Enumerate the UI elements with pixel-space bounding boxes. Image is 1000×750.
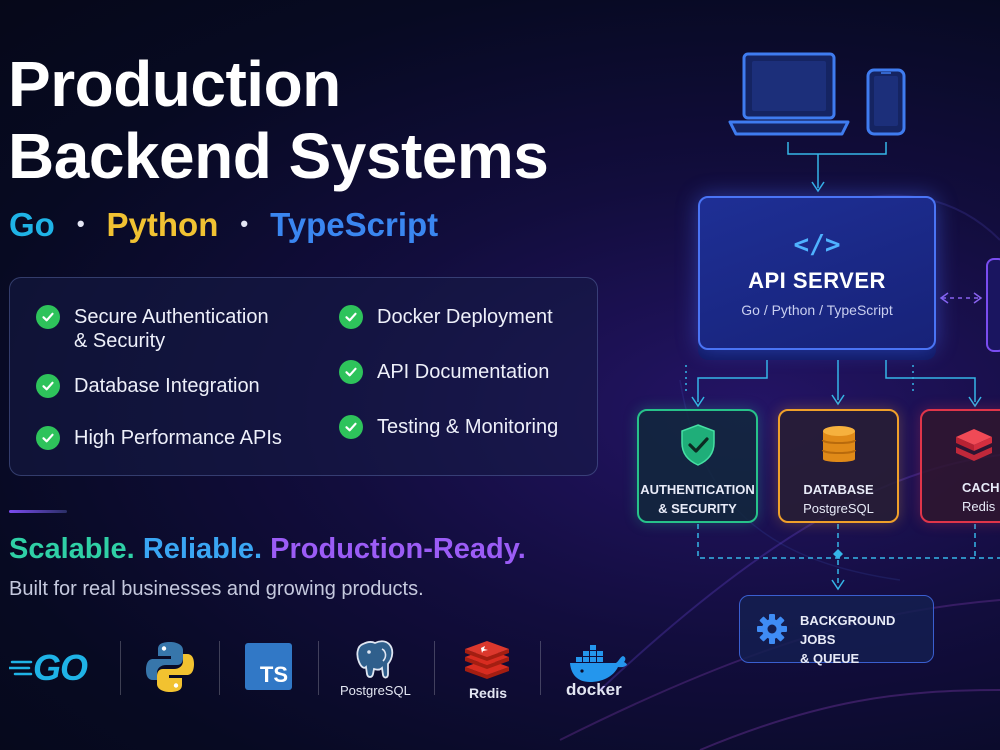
redis-label: Redis	[468, 685, 508, 701]
logo-divider	[434, 641, 435, 695]
cache-label-1: CACHE	[962, 480, 1000, 495]
feature-label: Secure Authentication	[74, 306, 269, 328]
cache-node: CACHE Redis	[920, 409, 1000, 523]
feature-label: Testing & Monitoring	[377, 416, 559, 438]
logo-divider	[540, 641, 541, 695]
tagline-reliable: Reliable.	[142, 533, 263, 565]
docker-logo: docker	[566, 641, 632, 700]
go-logo: GO	[9, 647, 101, 688]
python-logo	[144, 640, 196, 699]
database-node: DATABASE PostgreSQL	[778, 409, 899, 523]
auth-node: AUTHENTICATION & SECURITY	[637, 409, 758, 523]
api-server-subtitle: Go / Python / TypeScript	[741, 302, 893, 318]
redis-stack-icon	[465, 641, 509, 679]
tagline: Scalable. Reliable. Production-Ready.	[9, 533, 526, 566]
feature-item: Database Integration	[36, 374, 260, 398]
logo-divider	[219, 641, 220, 695]
tagline-scalable: Scalable.	[9, 533, 135, 565]
check-icon	[36, 305, 60, 329]
database-icon	[821, 426, 856, 462]
feature-label: & Security	[74, 330, 166, 352]
code-icon: </>	[793, 230, 841, 260]
go-logo-text: GO	[33, 647, 88, 688]
redis-cube-icon	[956, 429, 992, 461]
language-go: Go	[9, 206, 55, 243]
postgresql-label: PostgreSQL	[340, 683, 411, 698]
language-python: Python	[106, 206, 219, 243]
tagline-production-ready: Production-Ready.	[270, 533, 526, 565]
logo-divider	[318, 641, 319, 695]
feature-label: API Documentation	[377, 361, 550, 383]
laptop-icon	[728, 52, 850, 145]
docker-whale-icon	[570, 645, 627, 682]
redis-logo: Redis	[463, 641, 513, 701]
feature-item: Testing & Monitoring	[339, 415, 558, 439]
check-icon	[339, 415, 363, 439]
partial-node	[986, 258, 1000, 352]
auth-label-2: & SECURITY	[658, 501, 737, 516]
api-server-title: API SERVER	[748, 268, 886, 293]
docker-label: docker	[566, 680, 622, 699]
shield-check-icon	[680, 424, 715, 466]
background-jobs-node: BACKGROUND JOBS & QUEUE	[739, 595, 934, 666]
postgresql-logo: PostgreSQL	[340, 638, 411, 698]
api-server-node: </> API SERVER Go / Python / TypeScript	[698, 196, 936, 350]
feature-item: Docker Deployment	[339, 305, 553, 329]
language-typescript: TypeScript	[270, 206, 439, 243]
feature-item: API Documentation	[339, 360, 549, 384]
features-panel: Secure Authentication& Security Database…	[9, 277, 598, 476]
page-title: Production Backend Systems	[8, 48, 549, 192]
feature-item: High Performance APIs	[36, 426, 282, 450]
cache-label-2: Redis	[962, 499, 996, 514]
feature-label: High Performance APIs	[74, 427, 282, 449]
logo-divider	[120, 641, 121, 695]
gear-icon	[757, 614, 787, 644]
database-label-2: PostgreSQL	[803, 501, 874, 516]
subtitle: Built for real businesses and growing pr…	[9, 578, 424, 600]
check-icon	[339, 305, 363, 329]
language-list: Go • Python • TypeScript	[9, 206, 438, 244]
auth-label-1: AUTHENTICATION	[640, 482, 755, 497]
jobs-label-2: & QUEUE	[800, 651, 860, 666]
feature-label: Docker Deployment	[377, 306, 553, 328]
title-line-1: Production	[8, 48, 341, 120]
accent-divider	[9, 510, 67, 513]
database-label-1: DATABASE	[803, 482, 874, 497]
separator-dot: •	[76, 211, 85, 236]
typescript-logo-text: TS	[259, 662, 288, 687]
jobs-label-1: BACKGROUND JOBS	[800, 613, 896, 647]
typescript-logo: TS	[245, 643, 292, 690]
postgresql-elephant-icon	[356, 640, 394, 679]
separator-dot: •	[240, 211, 249, 236]
feature-item: Secure Authentication& Security	[36, 305, 269, 353]
title-line-2: Backend Systems	[8, 120, 549, 192]
phone-icon	[866, 68, 906, 141]
feature-label: Database Integration	[74, 375, 260, 397]
check-icon	[36, 426, 60, 450]
check-icon	[339, 360, 363, 384]
check-icon	[36, 374, 60, 398]
